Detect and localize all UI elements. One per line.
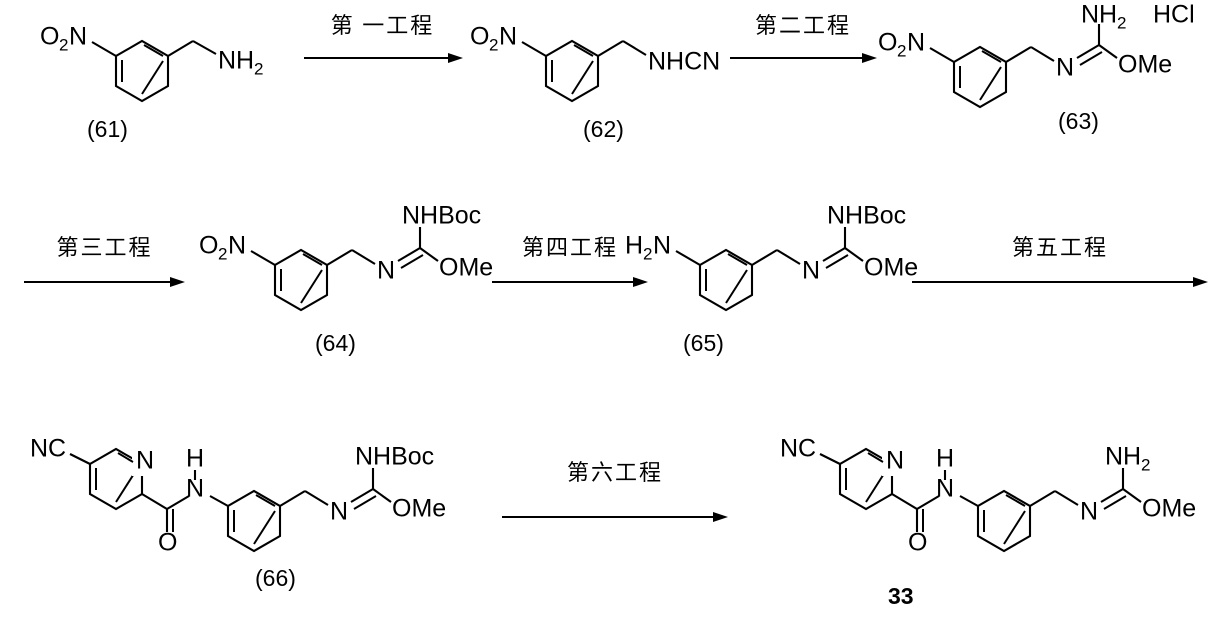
atom-label-carbonyl-o: O [158,529,177,557]
step-4-label: 第四工程 [521,235,618,260]
atom-label-nhcn: NHCN [648,48,720,76]
atom-label-nhboc: NHBoc [355,443,434,471]
atom-label-amide-h: H [186,445,204,473]
reaction-step-1: 第 一工程 [300,8,465,68]
atom-label-amide-n: N [186,475,204,503]
step-5-arrow [910,274,1210,292]
atom-label-ome: OMe [1118,51,1172,79]
atom-label-nhboc: NHBoc [827,202,906,230]
step-6-arrow [500,509,730,527]
atom-label-nh2: NH [1105,443,1141,471]
atom-label-nh2: NH [1081,1,1117,29]
step-5-label: 第五工程 [1011,235,1108,260]
structure-compound-66: NC N O N H [28,432,468,567]
step-2-label: 第二工程 [754,13,851,38]
step-6-label: 第六工程 [566,460,663,485]
structure-compound-33: NC N O N H N NH [778,432,1208,567]
step-1-label: 第 一工程 [330,13,435,38]
atom-label-o: O [878,29,897,57]
atom-label-amide-n: N [936,475,954,503]
compound-number-61: (61) [87,116,128,142]
atom-label-o: O [40,23,59,51]
atom-label-o-sub: 2 [489,35,498,54]
atom-label-imine-n: N [1080,498,1098,526]
atom-label-n: N [907,29,925,57]
atom-label-o-sub: 2 [59,35,68,54]
compound-number-62: (62) [583,116,624,142]
atom-label-pyridine-n: N [886,447,904,475]
atom-label-nh: NH [218,47,254,75]
atom-label-nitrile: NC [780,435,816,463]
compound-number-63: (63) [1058,108,1099,134]
atom-label-pyridine-n: N [136,447,154,475]
atom-label-h-sub: 2 [643,244,652,263]
step-3-arrow [22,274,187,292]
atom-label-n: N [499,23,517,51]
step-3-label: 第三工程 [56,235,153,260]
atom-label-nh2-sub: 2 [1117,13,1126,32]
compound-number-64: (64) [315,330,356,356]
atom-label-imine-n: N [1056,54,1074,82]
atom-label-ome: OMe [392,495,446,523]
structure-compound-65: H 2 N N NHBoc OMe [622,195,918,320]
atom-label-nh2-sub: 2 [1141,455,1150,474]
atom-label-ome: OMe [439,254,493,282]
reaction-step-6: 第六工程 [500,455,730,527]
atom-label-imine-n: N [330,498,348,526]
structure-compound-62: O 2 N NHCN [462,12,727,127]
atom-label-carbonyl-o: O [908,529,927,557]
compound-number-33: 33 [888,583,914,609]
atom-label-n: N [69,23,87,51]
atom-label-amide-h: H [936,445,954,473]
atom-label-o: O [199,232,218,260]
step-4-arrow [490,274,650,292]
structure-compound-63: O 2 N N NH 2 OMe HCl [875,1,1205,126]
atom-label-nhboc: NHBoc [402,202,481,230]
atom-label-ome: OMe [1142,495,1196,523]
atom-label-o-sub: 2 [218,244,227,263]
step-1-arrow [300,50,465,68]
atom-label-imine-n: N [377,257,395,285]
structure-compound-64: O 2 N N NHBoc OMe [196,195,493,320]
compound-number-65: (65) [683,330,724,356]
compound-number-66: (66) [255,565,296,591]
atom-label-hcl: HCl [1153,1,1195,29]
atom-label-n: N [228,232,246,260]
atom-label-o-sub: 2 [897,41,906,60]
atom-label-n: N [653,232,671,260]
atom-label-nitrile: NC [30,435,66,463]
structure-compound-61: O 2 N NH 2 [30,12,280,127]
reaction-step-4: 第四工程 [490,230,650,292]
reaction-step-2: 第二工程 [728,8,878,68]
atom-label-o: O [470,23,489,51]
reaction-step-3: 第三工程 [22,230,187,292]
atom-label-ome: OMe [864,254,918,282]
atom-label-imine-n: N [802,257,820,285]
reaction-step-5: 第五工程 [910,230,1210,292]
atom-label-nh-sub: 2 [254,59,263,78]
step-2-arrow [728,50,878,68]
atom-label-h: H [625,232,643,260]
